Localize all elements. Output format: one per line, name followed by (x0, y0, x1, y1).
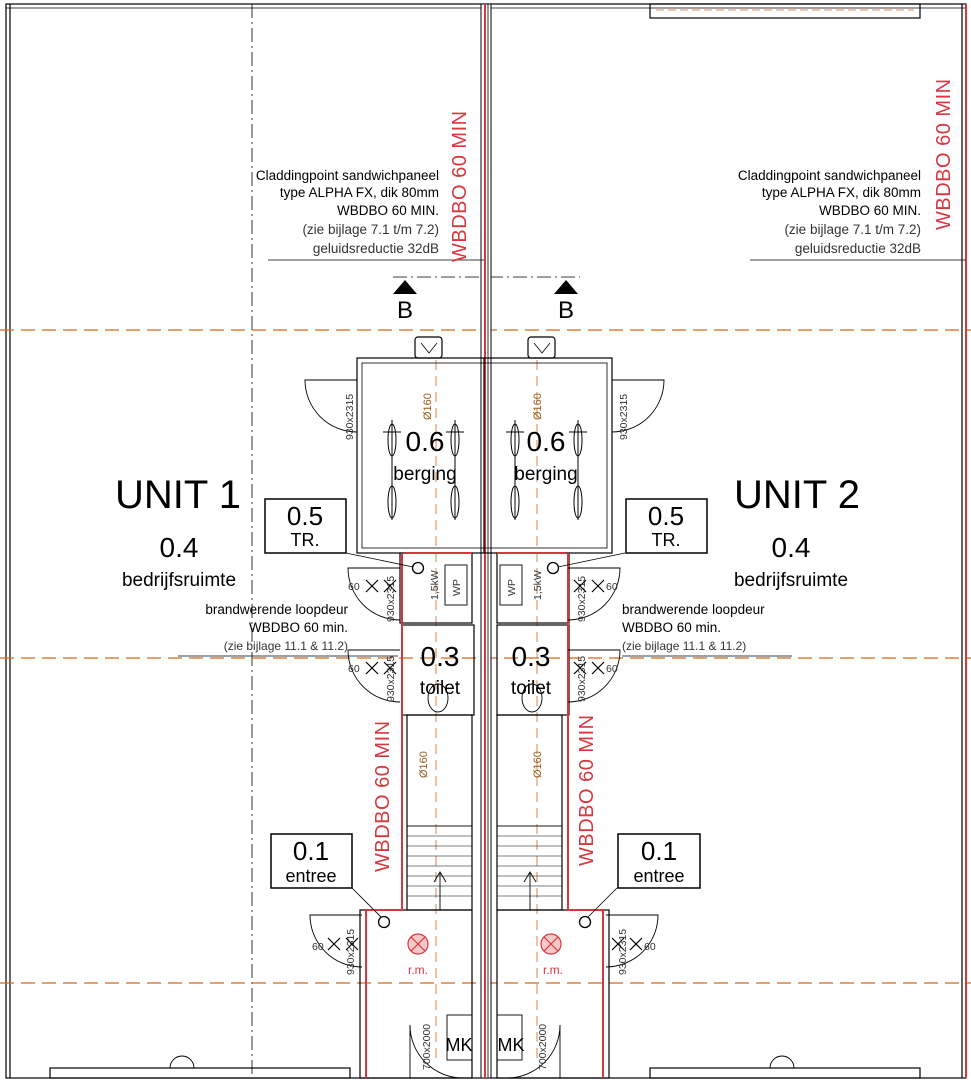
door-dim-front-2: 700x2000 (537, 1024, 549, 1070)
sixty-label-1: 60 (348, 581, 360, 593)
unit-1-bedrijfsruimte-name: bedrijfsruimte (122, 570, 236, 591)
doors (169, 379, 795, 1079)
unit-2-cladding-line-4: (zie bijlage 7.1 t/m 7.2) (784, 222, 921, 237)
sixty-label-6: 60 (644, 941, 656, 953)
unit-1-door-line-2: WBDBO 60 min. (249, 620, 348, 635)
fire-rating-core-right: WBDBO 60 MIN (576, 714, 598, 866)
door-dim-7: 930x2315 (345, 929, 357, 975)
unit-1-berging-name: berging (393, 464, 456, 485)
pipe-label-4: Ø160 (532, 751, 544, 778)
mk-label-1: MK (446, 1035, 473, 1055)
kw-label-1: 1,5kW (429, 570, 441, 600)
unit-2-door-line-2: WBDBO 60 min. (622, 620, 721, 635)
section-marker-left: B (397, 297, 413, 324)
unit-2-entree-num: 0.1 (641, 836, 677, 866)
unit-2-cladding-line-3: WBDBO 60 MIN. (819, 203, 921, 218)
door-dim-front-1: 700x2000 (421, 1024, 433, 1070)
unit-1-entree-num: 0.1 (293, 836, 329, 866)
unit-2-trap-name: TR. (652, 530, 681, 550)
rm-label-1: r.m. (408, 963, 428, 977)
emergency-light-icons (327, 579, 643, 951)
unit-1-entree-name: entree (285, 866, 336, 886)
fire-rating-party-wall: WBDBO 60 MIN (449, 110, 471, 262)
unit-2-door-line-3: (zie bijlage 11.1 & 11.2) (622, 639, 746, 653)
unit-2-bedrijfsruimte-num: 0.4 (772, 532, 811, 563)
wp-label-2: WP (506, 579, 518, 596)
leader-lines (178, 259, 966, 921)
door-dimensions: 930x2315 930x2315 930x2315 930x2315 930x… (344, 394, 630, 1070)
unit-2-door-line-1: brandwerende loopdeur (622, 602, 765, 617)
section-marker-right: B (558, 297, 574, 324)
section-markers (393, 280, 578, 294)
core-fire-walls (365, 552, 604, 1078)
door-dim-5: 930x2315 (385, 656, 397, 702)
fire-rating-core-left: WBDBO 60 MIN (372, 720, 394, 872)
kw-label-2: 1,5kW (532, 570, 544, 600)
label-boxes (264, 498, 708, 889)
unit-2-berging-name: berging (514, 464, 577, 485)
sixty-label-3: 60 (348, 663, 360, 675)
unit-2-cladding-line-5: geluidsreductie 32dB (795, 241, 921, 256)
fire-rating-outer-wall: WBDBO 60 MIN (933, 78, 955, 230)
unit-2-toilet-name: toilet (511, 678, 552, 699)
unit-1-cladding-line-2: type ALPHA FX, dik 80mm (280, 185, 439, 200)
party-wall (480, 3, 492, 1079)
door-dim-1: 930x2315 (344, 394, 356, 440)
unit-2-toilet-num: 0.3 (512, 641, 551, 672)
emergency-light-labels: 60 60 60 60 60 60 (312, 581, 656, 953)
unit-2-labels: UNIT 2 0.4 bedrijfsruimte 0.6 berging 0.… (511, 168, 921, 886)
unit-1-trap-name: TR. (291, 530, 320, 550)
sixty-label-2: 60 (606, 581, 618, 593)
unit-1-bedrijfsruimte-num: 0.4 (160, 532, 199, 563)
fire-alarm-icons (407, 933, 562, 955)
unit-1-door-line-3: (zie bijlage 11.1 & 11.2) (224, 639, 348, 653)
unit-2-entree-name: entree (633, 866, 684, 886)
unit-2-trap-num: 0.5 (648, 501, 684, 531)
unit-1-cladding-line-1: Claddingpoint sandwichpaneel (256, 168, 439, 183)
sixty-label-5: 60 (312, 941, 324, 953)
unit-2-cladding-line-2: type ALPHA FX, dik 80mm (762, 185, 921, 200)
pipe-label-3: Ø160 (418, 751, 430, 778)
unit-1-cladding-line-5: geluidsreductie 32dB (313, 241, 439, 256)
sixty-label-4: 60 (606, 663, 618, 675)
door-dim-8: 930x2315 (617, 929, 629, 975)
unit-1-berging-num: 0.6 (406, 426, 445, 457)
mk-label-2: MK (498, 1035, 525, 1055)
pipe-label-1: Ø160 (422, 393, 434, 420)
rm-label-2: r.m. (543, 963, 563, 977)
berging-block (356, 336, 613, 554)
door-dim-3: 930x2315 (385, 576, 397, 622)
grid-lines (251, 4, 580, 1078)
unit-2-cladding-line-1: Claddingpoint sandwichpaneel (738, 168, 921, 183)
unit-1-trap-num: 0.5 (287, 501, 323, 531)
unit-1-cladding-line-4: (zie bijlage 7.1 t/m 7.2) (302, 222, 439, 237)
smoke-detector-icons (377, 561, 592, 929)
unit-2-title: UNIT 2 (734, 473, 860, 517)
unit-2-bedrijfsruimte-name: bedrijfsruimte (734, 570, 848, 591)
unit-1-toilet-name: toilet (420, 678, 461, 699)
unit-1-title: UNIT 1 (115, 473, 241, 517)
unit-2-berging-num: 0.6 (527, 426, 566, 457)
unit-1-toilet-num: 0.3 (421, 641, 460, 672)
bicycle-icons (383, 420, 587, 520)
door-dim-4: 930x2315 (576, 576, 588, 622)
pipe-label-2: Ø160 (532, 393, 544, 420)
door-dim-6: 930x2315 (576, 656, 588, 702)
unit-1-door-line-1: brandwerende loopdeur (205, 602, 348, 617)
door-dim-2: 930x2315 (618, 394, 630, 440)
pipe-labels: Ø160 Ø160 Ø160 Ø160 (418, 393, 544, 778)
wp-label-1: WP (451, 579, 463, 596)
unit-1-cladding-line-3: WBDBO 60 MIN. (337, 203, 439, 218)
unit-1-labels: UNIT 1 0.4 bedrijfsruimte 0.6 berging 0.… (115, 168, 461, 886)
